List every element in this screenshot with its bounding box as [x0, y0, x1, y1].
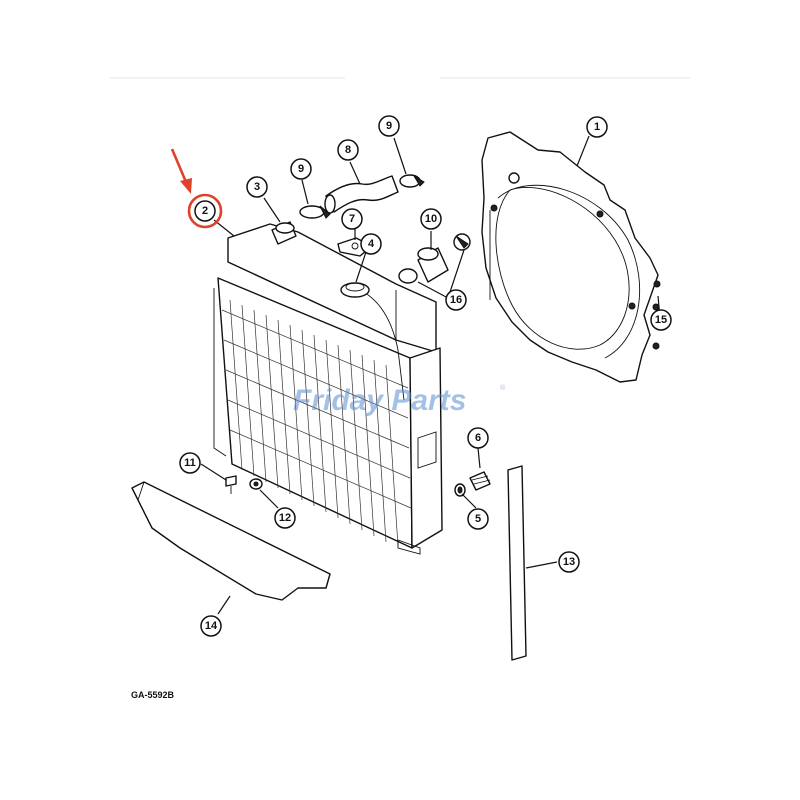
lower-baffle [131, 481, 331, 601]
watermark-text: Friday Parts [293, 384, 466, 417]
lower-hose-10 [417, 247, 449, 283]
highlight-arrow [170, 148, 188, 183]
upper-hose [324, 175, 399, 214]
callout-7-label: 7 [349, 213, 355, 225]
callout-16: 16 [445, 289, 467, 311]
callout-13-label: 13 [563, 556, 575, 568]
callout-6: 6 [467, 427, 489, 449]
callout-6-label: 6 [475, 432, 481, 444]
callout-15: 15 [650, 309, 672, 331]
highlight-ring [187, 193, 223, 229]
figure-code: GA-5592B [131, 690, 175, 700]
radiator-fins [221, 299, 412, 547]
callout-1: 1 [586, 116, 608, 138]
callout-2-label: 2 [202, 205, 208, 217]
callout-11: 11 [179, 452, 201, 474]
callout-4-label: 4 [368, 238, 375, 250]
fan-shroud [481, 131, 659, 383]
callout-10-label: 10 [425, 213, 437, 225]
hose-clamp-9a [299, 205, 331, 219]
callout-7: 7 [341, 208, 363, 230]
callout-16-label: 16 [450, 294, 462, 306]
leader-lines [200, 135, 661, 615]
callout-9b-label: 9 [386, 120, 392, 132]
drain-washer [454, 483, 466, 497]
mount-washer [249, 478, 263, 490]
callout-8: 8 [337, 139, 359, 161]
callout-2: 2 [194, 200, 216, 222]
shroud-bolts [652, 280, 661, 350]
callout-3: 3 [246, 176, 268, 198]
callout-11-label: 11 [184, 457, 196, 469]
watermark-registered-mark: ® [500, 384, 506, 392]
callout-15-label: 15 [655, 314, 667, 326]
callout-4: 4 [360, 233, 382, 255]
hose-clamp-16 [398, 233, 471, 284]
callout-1-label: 1 [594, 121, 600, 133]
callout-10: 10 [420, 208, 442, 230]
mount-bolt [225, 475, 237, 494]
drain-cock [469, 471, 491, 491]
callout-9b: 9 [378, 115, 400, 137]
highlight-marker [170, 148, 223, 229]
callout-5: 5 [467, 508, 489, 530]
callout-14: 14 [200, 615, 222, 637]
callout-13: 13 [558, 551, 580, 573]
callout-14-label: 14 [205, 620, 218, 632]
callout-3-label: 3 [254, 181, 260, 193]
highlight-arrow-head [180, 178, 192, 194]
radiator [213, 221, 443, 555]
callout-9a: 9 [290, 158, 312, 180]
callout-8-label: 8 [345, 144, 351, 156]
callout-9a-label: 9 [298, 163, 304, 175]
callout-12: 12 [274, 507, 296, 529]
watermark: Friday Parts ® [293, 384, 506, 417]
hose-clamp-9b [399, 174, 425, 188]
callout-5-label: 5 [475, 513, 481, 525]
callout-12-label: 12 [279, 512, 291, 524]
seal-strip [507, 465, 527, 661]
